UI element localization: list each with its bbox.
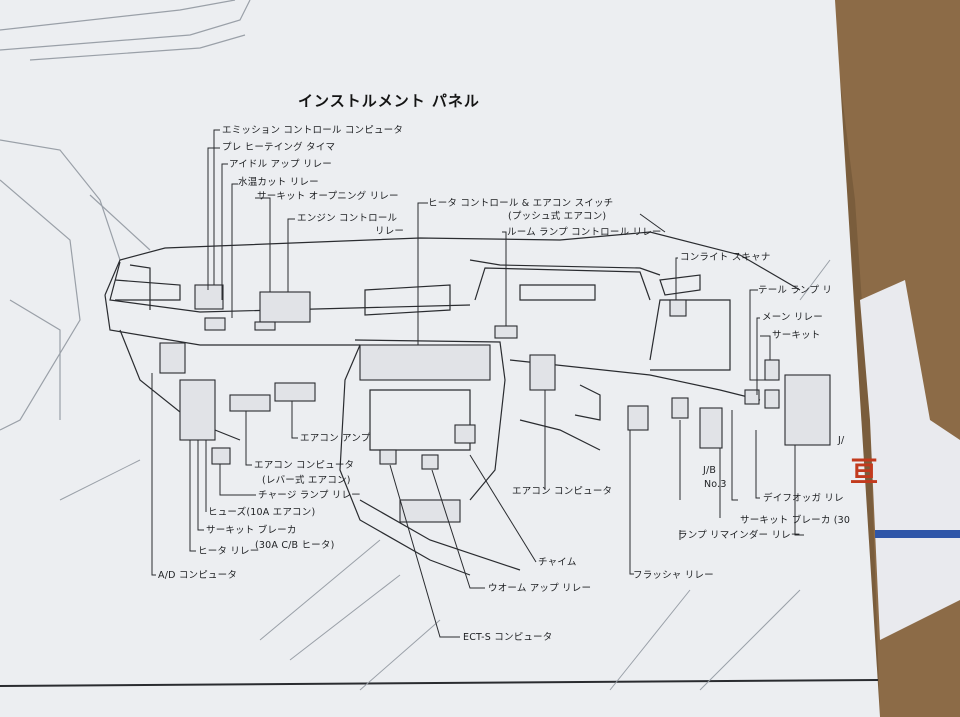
label-lamp-reminder-relay: ランプ リマインダー リレー xyxy=(678,530,801,541)
dashboard-outline xyxy=(104,231,801,576)
faint-lines xyxy=(59,259,831,691)
label-room-lamp-relay: ルーム ランプ コントロール リレー xyxy=(507,227,662,238)
label-water-temp-cut-relay: 水温カット リレー xyxy=(238,177,319,188)
label-circuit-breaker-2: (30A C/B ヒータ) xyxy=(255,540,335,551)
label-preheating-timer: プレ ヒーテイング タイマ xyxy=(222,142,336,153)
torn-paper-edge xyxy=(860,280,960,640)
label-tail-lamp: テール ランプ リ xyxy=(758,285,833,296)
label-ac-amp: エアコン アンプ xyxy=(300,433,371,444)
label-ac-computer-lever: エアコン コンピュータ xyxy=(254,460,355,471)
label-circuit-breaker: サーキット ブレーカ xyxy=(206,525,297,536)
blue-stripe xyxy=(875,530,960,538)
label-engine-control-relay: エンジン コントロール xyxy=(297,213,398,224)
components xyxy=(159,284,831,523)
label-idle-up-relay: アイドル アップ リレー xyxy=(229,159,332,170)
corner-mark: 亘 xyxy=(850,455,879,488)
label-main-relay: メーン リレー xyxy=(762,312,823,323)
label-con-light-scanner: コンライト スキャナ xyxy=(680,252,771,263)
label-defogger-relay: デイフオッガ リレ xyxy=(763,493,844,504)
label-ad-computer: A/D コンピュータ xyxy=(158,570,238,581)
label-jb-no3: J/B xyxy=(703,465,717,476)
label-heater-ac-switch: ヒータ コントロール & エアコン スイッチ xyxy=(428,198,614,209)
label-jb-right: J/ xyxy=(838,435,845,446)
label-flasher-relay: フラッシャ リレー xyxy=(633,570,714,581)
label-engine-control-relay-2: リレー xyxy=(375,226,405,237)
page-bottom-rule xyxy=(0,679,879,687)
label-circuit-opening-relay: サーキット オープニング リレー xyxy=(257,191,399,202)
diagram-title: インストルメント パネル xyxy=(298,92,480,110)
label-emission-computer: エミッション コントロール コンピュータ xyxy=(222,125,404,136)
leader-lines xyxy=(151,129,804,638)
label-warm-up-relay: ウオーム アップ リレー xyxy=(488,583,592,594)
label-circuit-breaker-right: サーキット ブレーカ (30 xyxy=(740,515,851,526)
label-ac-computer-center: エアコン コンピュータ xyxy=(512,486,613,497)
label-heater-relay: ヒータ リレー xyxy=(198,546,260,557)
label-ects-computer: ECT-S コンピュータ xyxy=(463,632,553,643)
label-fuse: ヒューズ(10A エアコン) xyxy=(208,507,316,518)
car-silhouette xyxy=(0,0,251,431)
label-ac-computer-lever-2: (レバー式 エアコン) xyxy=(262,475,351,486)
label-circuit: サーキット xyxy=(772,330,821,341)
label-charge-lamp-relay: チャージ ランプ リレー xyxy=(258,490,361,501)
label-chime: チャイム xyxy=(538,557,577,568)
label-jb-no3-2: No.3 xyxy=(704,479,727,490)
label-heater-ac-switch-2: (プッシュ式 エアコン) xyxy=(508,211,607,222)
